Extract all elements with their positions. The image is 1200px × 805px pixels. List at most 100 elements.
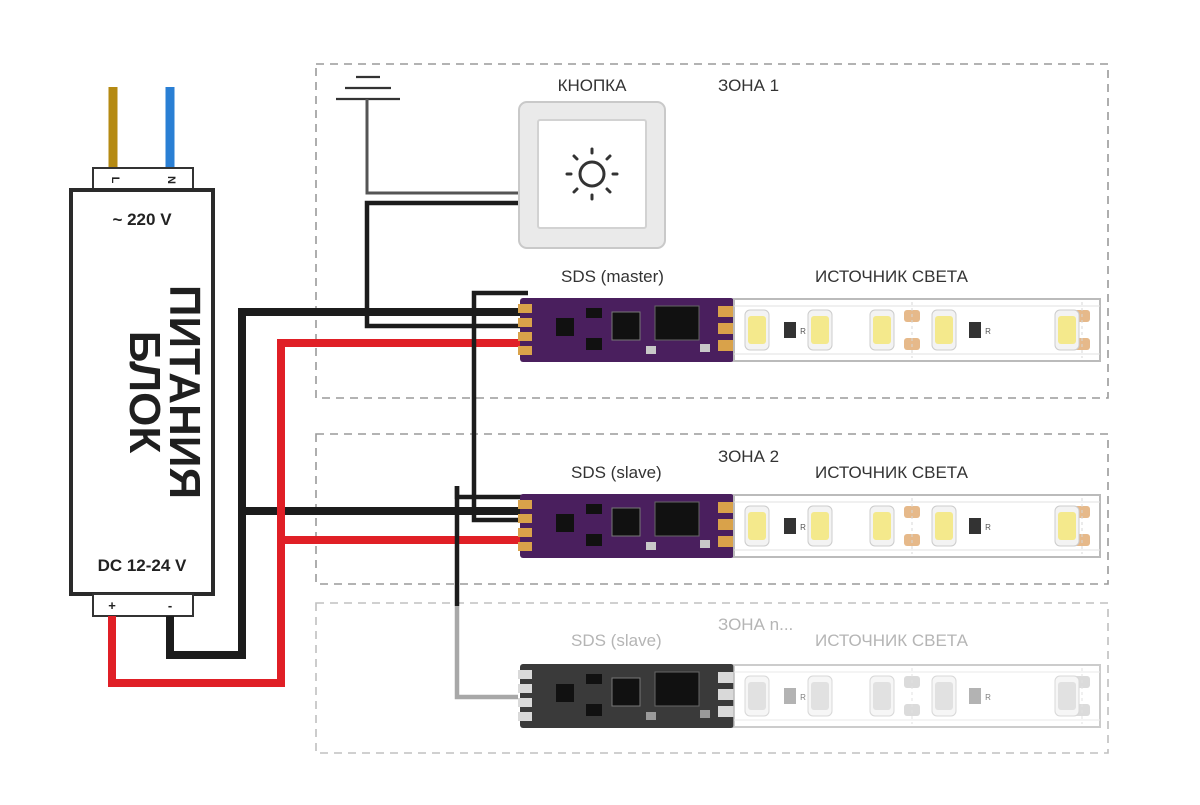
strip-resistor [969, 322, 981, 338]
smd-component [700, 344, 710, 352]
led-chip [1058, 316, 1076, 344]
negative-bus-wire [166, 308, 528, 659]
input-pad [518, 500, 532, 509]
output-pad [718, 323, 734, 334]
input-pad [518, 318, 532, 327]
ac-voltage-label: ~ 220 V [112, 210, 172, 229]
sensor-chip [586, 504, 602, 514]
input-pad [518, 304, 532, 313]
input-pad [518, 542, 532, 551]
light-source-n-label: ИСТОЧНИК СВЕТА [815, 631, 969, 650]
mcu-chip [611, 507, 641, 537]
psu-title-line1: БЛОК [120, 331, 169, 454]
strip-resistor [784, 688, 796, 704]
terminal-n-label: N [165, 176, 177, 184]
output-pad [718, 502, 734, 513]
smd-component [646, 712, 656, 720]
resistor-mark: R [800, 523, 806, 532]
sync-wire-zone-n-faded [454, 606, 518, 700]
resistor-mark: R [985, 523, 991, 532]
input-pad [518, 684, 532, 693]
driver-chip [556, 684, 574, 702]
sensor-chip [586, 674, 602, 684]
driver-chip [556, 514, 574, 532]
zone-1-label: ЗОНА 1 [718, 76, 779, 95]
output-pad [718, 306, 734, 317]
power-chip [654, 671, 700, 707]
mcu-chip [611, 311, 641, 341]
smd-component [700, 540, 710, 548]
output-pad [718, 519, 734, 530]
led-chip [1058, 682, 1076, 710]
zone-n-label: ЗОНА n... [718, 615, 793, 634]
led-chip [935, 512, 953, 540]
resistor-mark: R [985, 693, 991, 702]
sds-controller-1 [518, 298, 734, 362]
power-chip [654, 305, 700, 341]
psu-body [69, 188, 215, 596]
smd-component [700, 710, 710, 718]
mcu-chip [611, 677, 641, 707]
terminal-minus-label: - [168, 598, 172, 613]
sensor-chip [586, 308, 602, 318]
led-chip [1058, 512, 1076, 540]
zone-2-label: ЗОНА 2 [718, 447, 779, 466]
small-chip [586, 534, 602, 546]
sync-wire-master-down [471, 290, 528, 523]
sync-bus [454, 290, 528, 700]
resistor-mark: R [800, 327, 806, 336]
push-button: КНОПКА [518, 76, 666, 249]
psu-title-line2: ПИТАНИЯ [160, 285, 209, 499]
smd-component [646, 346, 656, 354]
controller-slave-1-label: SDS (slave) [571, 463, 662, 482]
positive-bus-wire [108, 339, 528, 687]
input-pad [518, 670, 532, 679]
smd-component [646, 542, 656, 550]
zone-1-frame [315, 63, 1109, 399]
driver-chip [556, 318, 574, 336]
sds-controller-2 [518, 494, 734, 558]
button-wire-ground [365, 99, 520, 195]
led-chip [748, 512, 766, 540]
ac-terminal-block [92, 167, 194, 191]
button-label: КНОПКА [558, 76, 628, 95]
output-pad [718, 706, 734, 717]
led-chip [748, 316, 766, 344]
input-pad [518, 712, 532, 721]
led-chip [935, 682, 953, 710]
controller-master-label: SDS (master) [561, 267, 664, 286]
input-pad [518, 514, 532, 523]
sun-brightness-icon [565, 147, 619, 201]
button-wire-master [364, 200, 528, 329]
strip-resistor [784, 322, 796, 338]
dc-voltage-label: DC 12-24 V [98, 556, 187, 575]
sync-wire-slave-feed [454, 486, 528, 500]
strip-resistor [969, 688, 981, 704]
led-chip [811, 512, 829, 540]
sds-controller-3 [518, 664, 734, 728]
resistor-mark: R [985, 327, 991, 336]
dc-wiring [108, 308, 528, 687]
terminal-l-label: L [109, 177, 121, 184]
power-supply: L N ~ 220 V БЛОК ПИТАНИЯ DC 12-24 V + - [69, 87, 215, 617]
led-chip [811, 316, 829, 344]
strip-resistor [969, 518, 981, 534]
output-pad [718, 672, 734, 683]
led-chip [873, 316, 891, 344]
zone-n-frame [315, 602, 1109, 754]
input-pad [518, 528, 532, 537]
led-chip [748, 682, 766, 710]
output-pad [718, 340, 734, 351]
output-pad [718, 536, 734, 547]
ground-symbol [336, 75, 400, 101]
power-chip [654, 501, 700, 537]
led-chip [811, 682, 829, 710]
dc-terminal-block [92, 593, 194, 617]
led-chip [873, 512, 891, 540]
